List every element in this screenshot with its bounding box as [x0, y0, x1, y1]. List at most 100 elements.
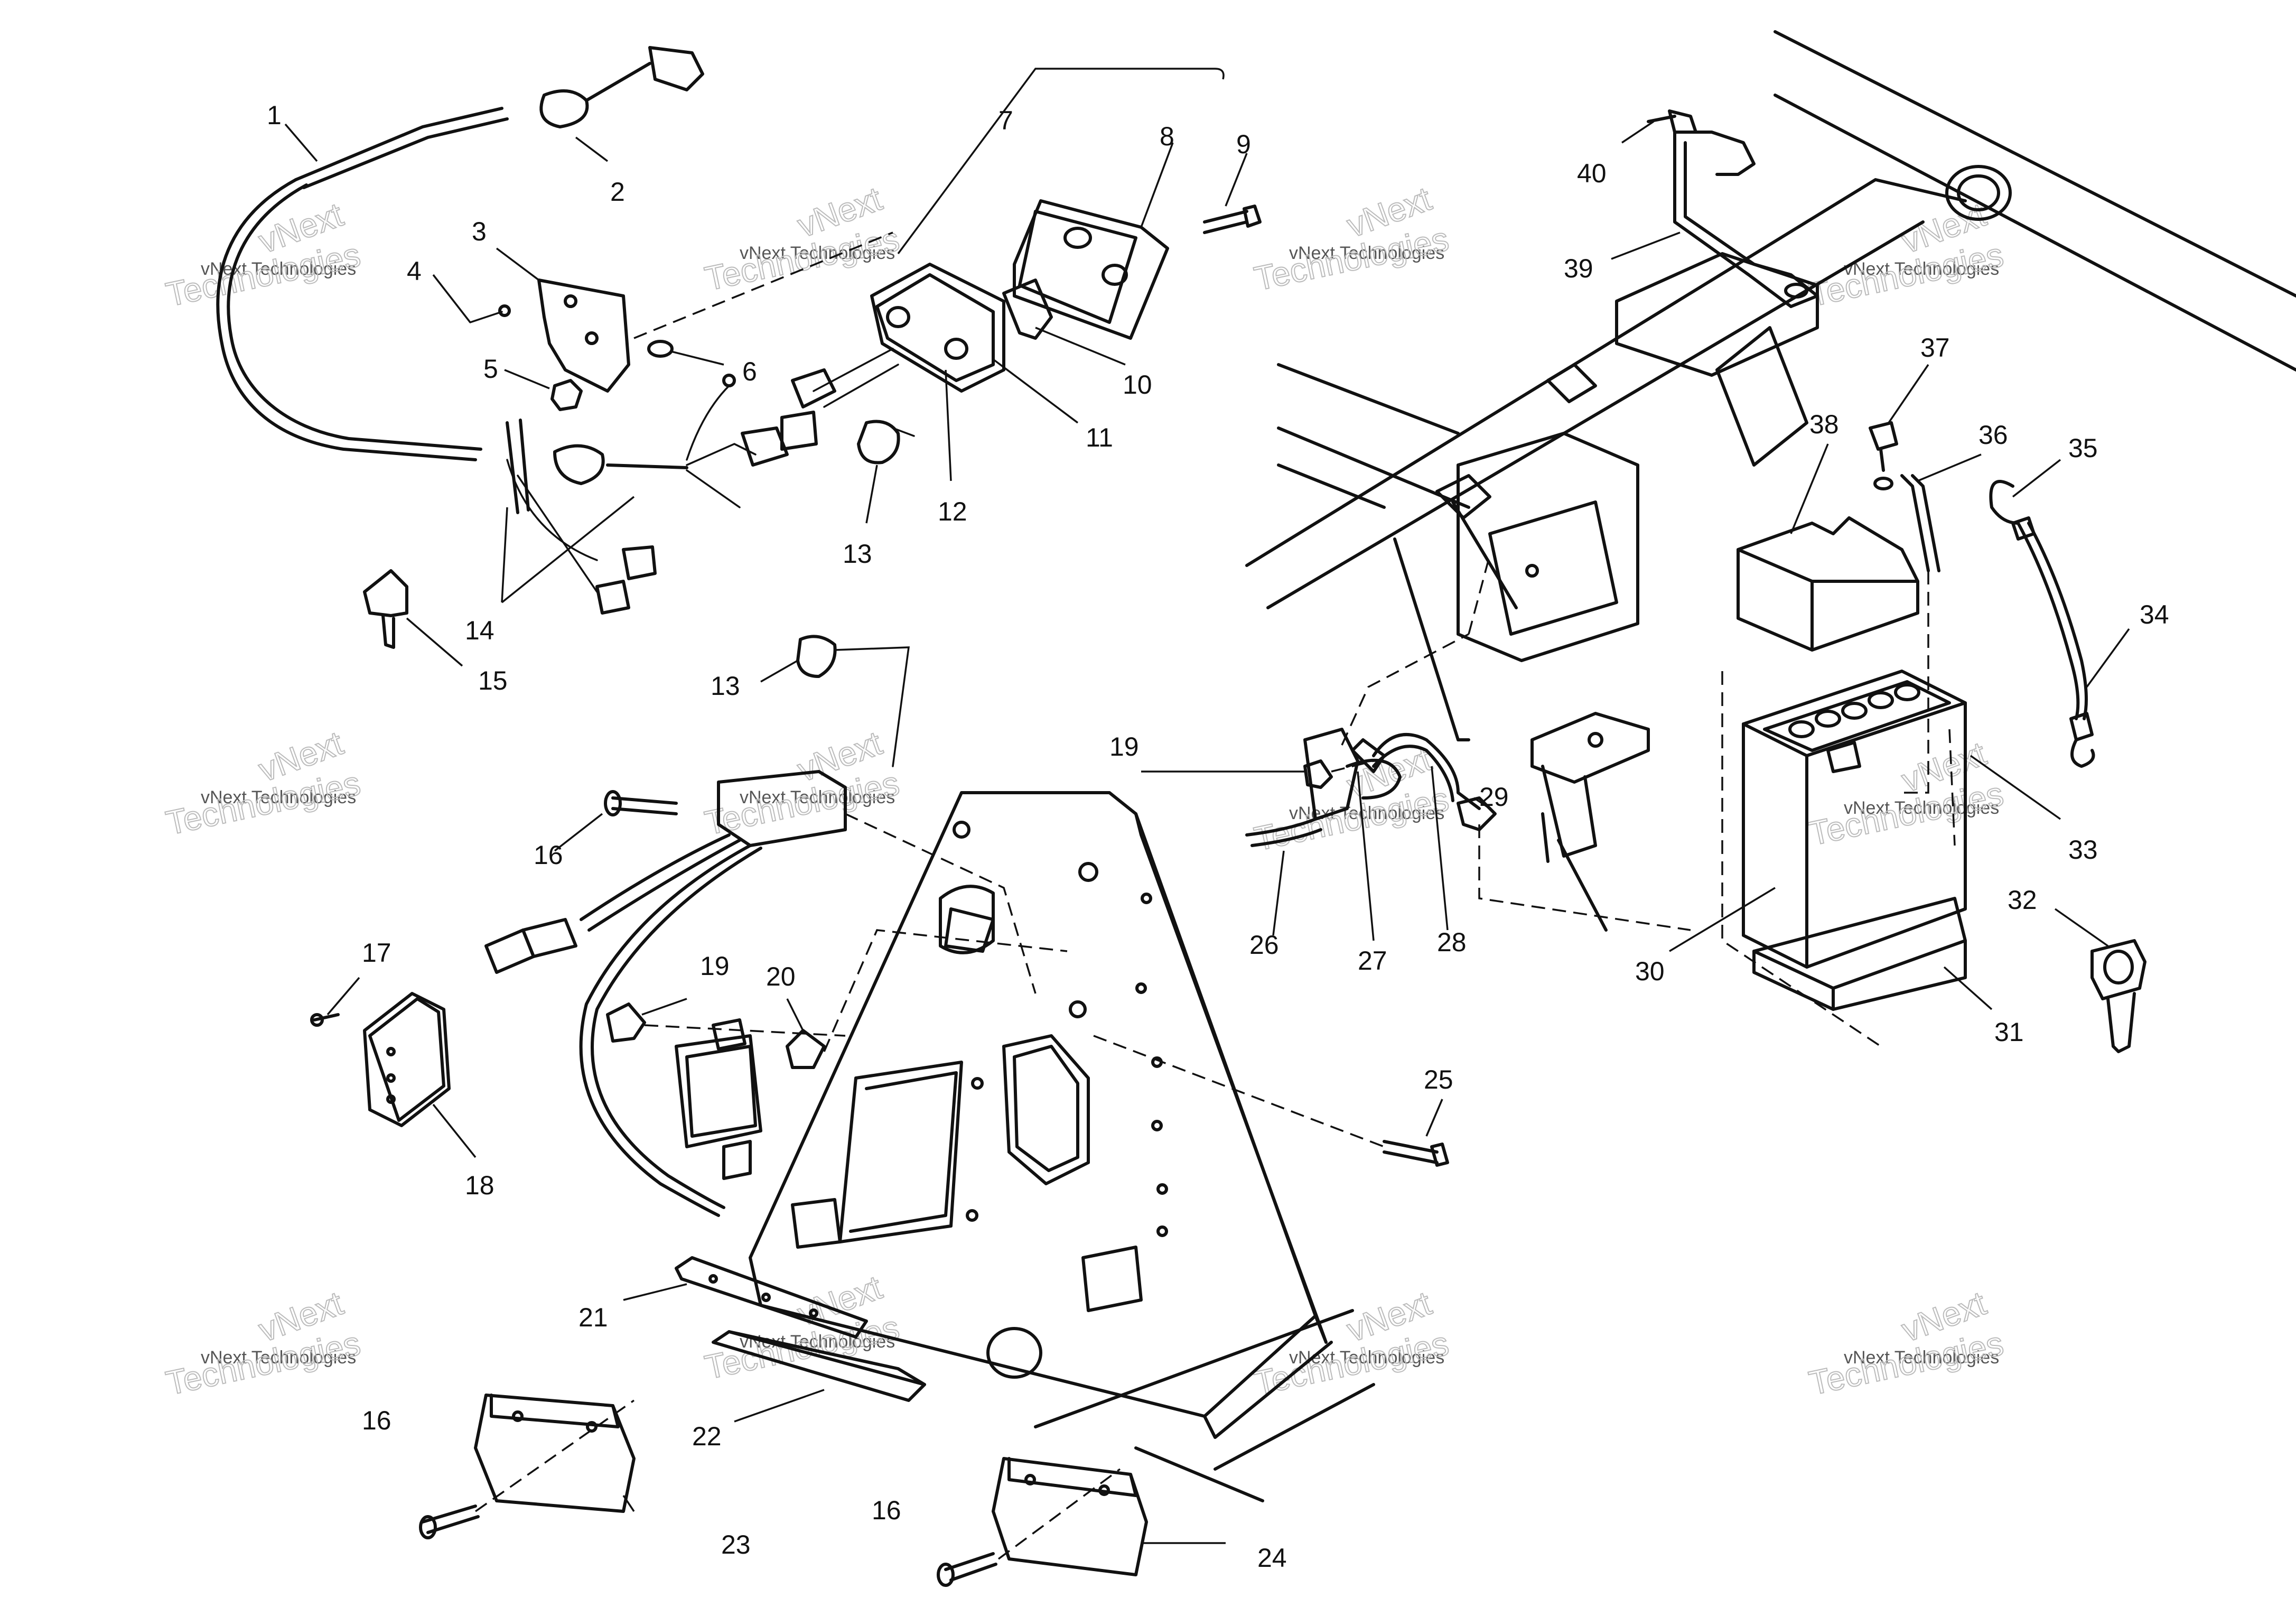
plate-window — [838, 1061, 963, 1243]
housing-stud — [944, 338, 968, 360]
nut-5 — [550, 379, 583, 411]
strap-line — [1948, 729, 1956, 846]
cable-line — [1478, 824, 1691, 931]
leader-18 — [432, 1103, 477, 1158]
wire-branch-lower — [506, 459, 598, 561]
frame-hole — [1525, 564, 1539, 578]
strap-34-b — [2027, 522, 2088, 720]
cable-26 — [1245, 818, 1317, 837]
callout-27: 27 — [1358, 946, 1387, 976]
leader-31 — [1943, 966, 1993, 1010]
cdi-connector-b — [521, 918, 577, 958]
leader-13-upper — [865, 465, 878, 524]
callout-33: 33 — [2068, 835, 2098, 865]
callout-35: 35 — [2068, 433, 2098, 463]
leader-38 — [1790, 443, 1829, 534]
screw-17-head — [310, 1013, 324, 1027]
leader-2 — [575, 136, 609, 162]
battery-group — [1721, 670, 1967, 1047]
bracket-hole — [585, 331, 599, 345]
callout-34: 34 — [2140, 600, 2169, 629]
plate-hole — [1141, 893, 1152, 904]
ignition-coil-face — [685, 1045, 757, 1138]
leader-28 — [1431, 766, 1449, 931]
leader-19-left — [641, 998, 687, 1016]
bracket-39-hole — [1784, 283, 1808, 299]
watermark-line2: vNext Technologies — [1844, 259, 1999, 279]
mount-bracket — [537, 278, 630, 393]
taillight-lens-inner — [1018, 210, 1137, 324]
watermark-line2: vNext Technologies — [1844, 1348, 1999, 1368]
coil-mount-tab-lower — [722, 1140, 752, 1180]
wire-lead — [686, 469, 741, 508]
callout-24: 24 — [1257, 1543, 1287, 1573]
callout-16-upper: 16 — [534, 840, 563, 870]
rectifier-18 — [363, 992, 451, 1127]
taillight-gasket-12 — [875, 273, 995, 382]
screw-4 — [469, 311, 503, 323]
strip-hole — [809, 1308, 818, 1318]
leader-34 — [2086, 628, 2130, 688]
callout-numbers: 1 2 3 4 5 6 7 8 9 10 11 12 13 13 14 15 1… — [267, 100, 2169, 1573]
taillight-housing-11 — [870, 263, 1005, 393]
harness-upper-run — [294, 107, 503, 181]
connector-2-lead — [585, 62, 651, 102]
frame-gusset — [1615, 252, 1819, 377]
ground-wire — [686, 385, 730, 461]
ignition-coil-group — [606, 929, 1068, 1180]
watermark-line2: vNext Technologies — [201, 259, 356, 279]
frame-bracket-mid — [1546, 363, 1597, 403]
ignition-coil — [675, 1034, 762, 1148]
mounting-plate-edge — [1203, 1341, 1333, 1439]
watermark: vNext vNext Technologies Technologies — [701, 723, 903, 842]
floor-line — [1034, 1309, 1354, 1428]
plate-bracket — [1002, 1034, 1090, 1185]
bolt-37-head — [1869, 421, 1898, 451]
watermark: vNext vNext Technologies Technologies — [701, 179, 903, 298]
socket-13-body — [796, 635, 837, 678]
battery-cell-cap — [1894, 683, 1920, 701]
leader-12 — [945, 369, 952, 481]
callout-8: 8 — [1160, 122, 1174, 151]
leader-15 — [406, 617, 463, 667]
connector-2-plug — [648, 46, 704, 91]
cover-top-edge — [1737, 548, 1919, 583]
boot-27 — [1351, 738, 1386, 773]
cdi-wire-b — [579, 844, 752, 1217]
clamp-line-2 — [1341, 633, 1469, 746]
harness-tie-2 — [519, 419, 530, 512]
main-harness-cable — [216, 178, 477, 461]
bulb-10 — [1002, 278, 1053, 340]
mounting-plate-outline — [749, 791, 1317, 1418]
frame-cross-2 — [1277, 426, 1470, 509]
lens-screw-boss — [1063, 227, 1092, 249]
bracket-39-upper — [1673, 131, 1756, 176]
callout-10: 10 — [1123, 370, 1152, 400]
key-head — [2090, 939, 2146, 1000]
leader-20 — [786, 998, 804, 1031]
frame-cross-1 — [1277, 363, 1460, 435]
callout-19-right: 19 — [1109, 732, 1139, 761]
callout-39: 39 — [1564, 254, 1593, 283]
clamp-line — [1331, 760, 1374, 773]
plate-window-inner — [849, 1071, 958, 1233]
watermark-line2: vNext Technologies — [1844, 798, 1999, 818]
watermark: vNext vNext Technologies Technologies — [162, 1283, 364, 1403]
watermark-line2: vNext Technologies — [201, 787, 356, 807]
harness-branch — [606, 463, 688, 469]
leader-16-upper — [554, 813, 603, 852]
callout-32: 32 — [2008, 885, 2037, 915]
connector-15 — [363, 569, 408, 649]
callout-16-lower-left: 16 — [362, 1406, 391, 1435]
nut-19-lower — [606, 1002, 646, 1043]
leader-22 — [734, 1389, 825, 1423]
lens-screw-boss — [1102, 264, 1128, 286]
bracket-24-line — [997, 1468, 1121, 1560]
battery-tray-leg — [1541, 765, 1597, 858]
socket-13-lead — [834, 646, 910, 767]
plate-grommet-left — [791, 1198, 842, 1249]
taillight-lens-8 — [1013, 199, 1169, 340]
callout-14: 14 — [465, 616, 494, 645]
leader-23 — [622, 1495, 635, 1512]
harness-plug — [780, 411, 818, 451]
